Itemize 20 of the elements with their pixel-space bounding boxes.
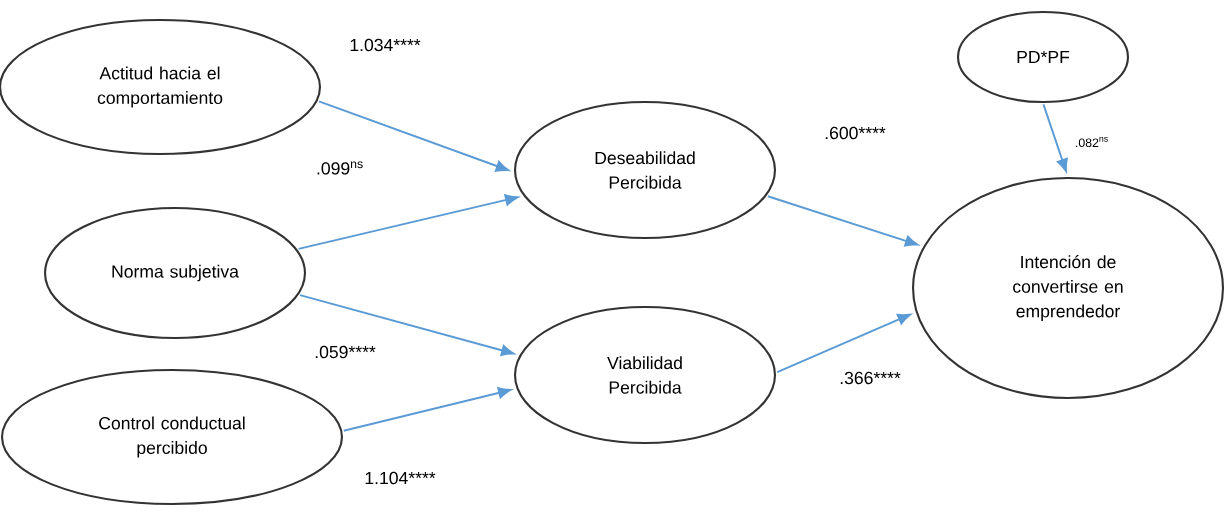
- ellipse-node: PD*PF: [956, 10, 1130, 104]
- arrow: [1042, 103, 1068, 172]
- edge-label: 1.034****: [347, 37, 423, 53]
- arrow: [318, 100, 510, 172]
- edge-label: .059****: [312, 344, 378, 360]
- edge-label: 1.104****: [362, 470, 438, 486]
- ellipse-node: Control conductual percibido: [1, 368, 344, 506]
- ellipse-node: Deseabilidad Percibida: [513, 100, 777, 240]
- ellipse-node: Intención de convertirse en emprendedor: [912, 176, 1225, 400]
- arrow: [776, 313, 911, 374]
- arrow: [766, 195, 919, 247]
- arrow: [297, 194, 519, 250]
- edge-label: .082$^{ns}$: [1073, 135, 1111, 149]
- arrow: [299, 294, 515, 357]
- edge-label: .099$^{ns}$: [314, 159, 366, 177]
- edge-label: .600****: [822, 125, 888, 141]
- ellipse-node: Viabilidad Percibida: [513, 305, 777, 445]
- arrow: [342, 387, 512, 432]
- ellipse-node: Norma subjetiva: [43, 206, 307, 340]
- edge-label: .366****: [837, 370, 903, 386]
